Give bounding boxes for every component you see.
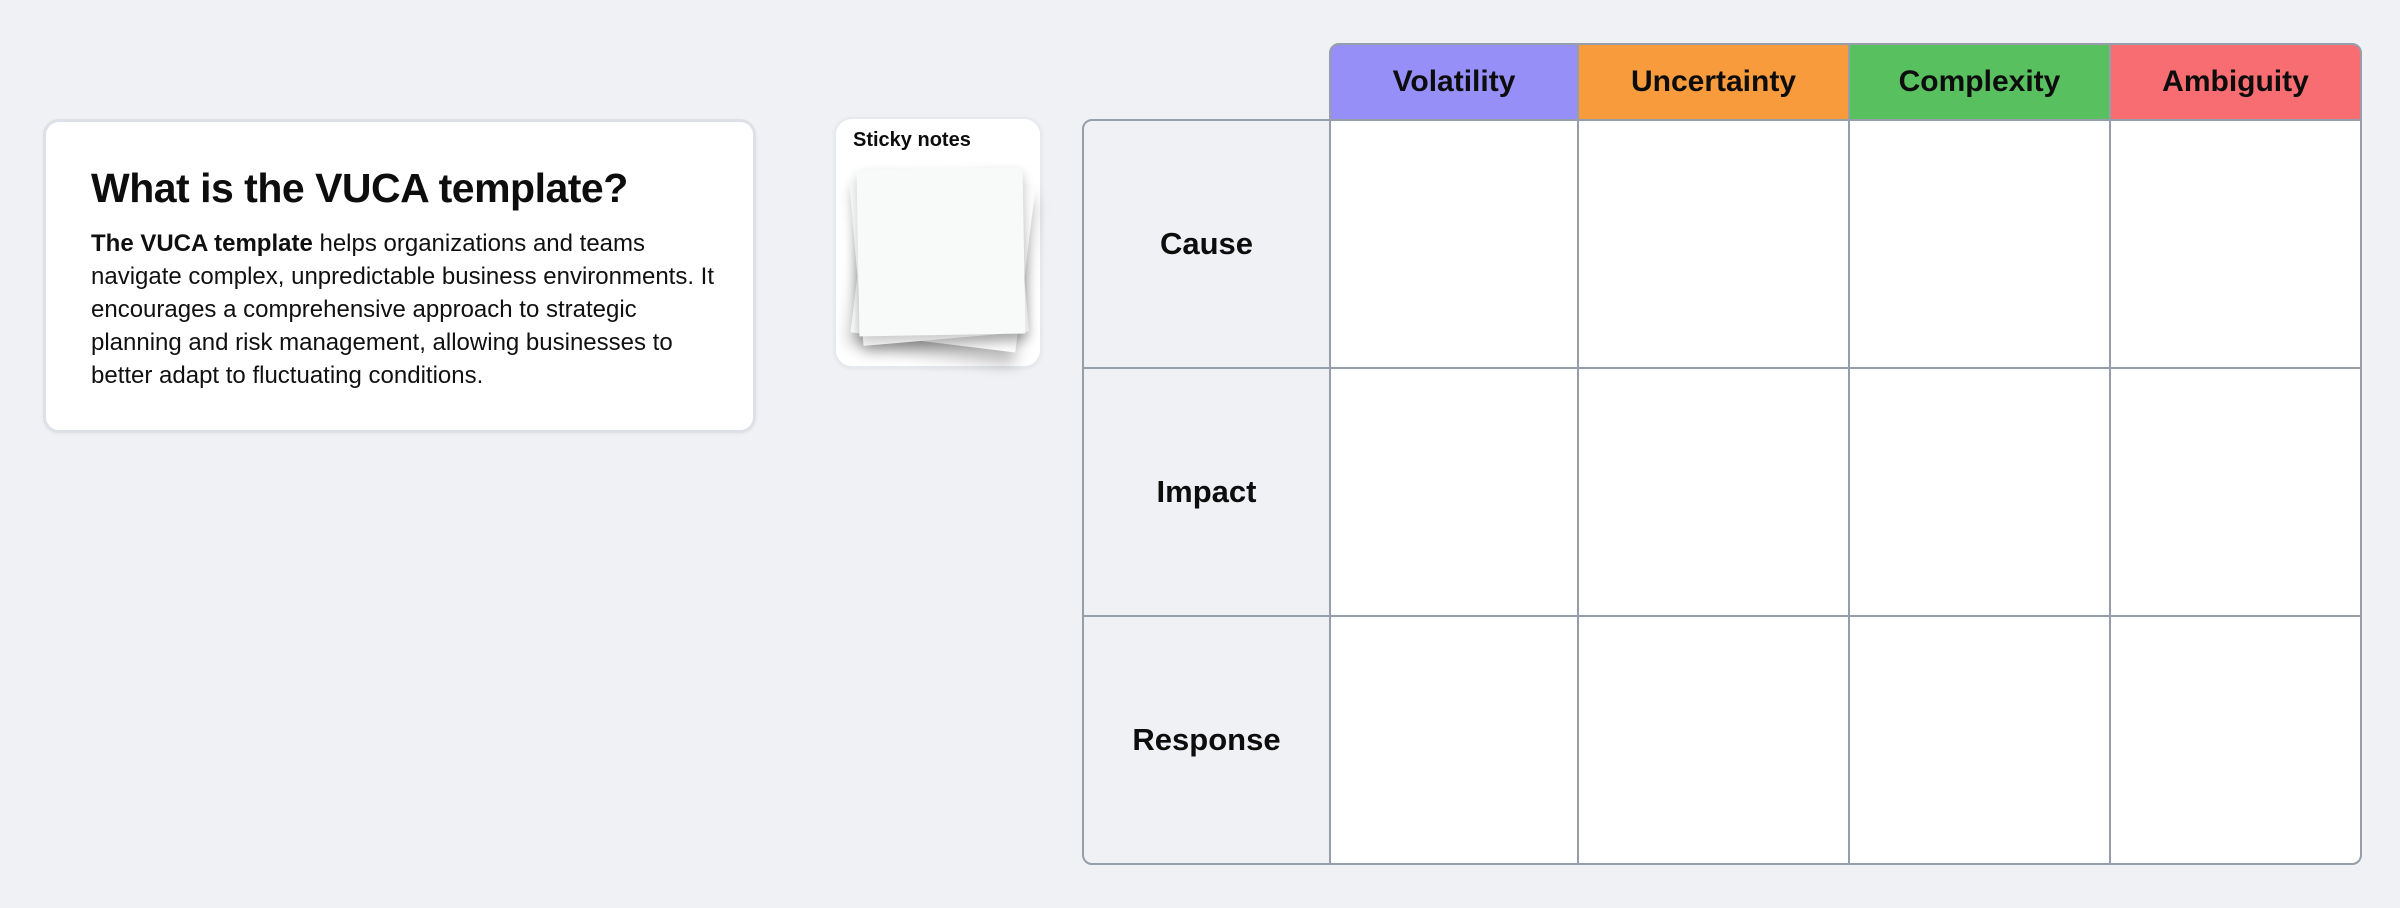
cell-response-uncertainty[interactable] xyxy=(1577,615,1850,865)
cell-impact-complexity[interactable] xyxy=(1848,367,2111,617)
row-header-impact[interactable]: Impact xyxy=(1082,367,1331,617)
row-header-impact-label: Impact xyxy=(1156,474,1257,509)
cell-response-ambiguity[interactable] xyxy=(2109,615,2362,865)
column-header-ambiguity[interactable]: Ambiguity xyxy=(2109,43,2362,121)
sticky-notes-card[interactable]: Sticky notes xyxy=(834,117,1042,368)
column-header-complexity-label: Complexity xyxy=(1898,65,2061,98)
sticky-notes-label: Sticky notes xyxy=(853,129,971,151)
cell-cause-volatility[interactable] xyxy=(1329,119,1579,369)
cell-cause-ambiguity[interactable] xyxy=(2109,119,2362,369)
cell-response-volatility[interactable] xyxy=(1329,615,1579,865)
row-header-cause-label: Cause xyxy=(1159,226,1254,261)
column-header-volatility-label: Volatility xyxy=(1392,65,1516,98)
sticky-note-stack[interactable] xyxy=(856,167,1026,337)
card-body-rest: helps organizations and teams navigate c… xyxy=(91,230,715,389)
template-description-card[interactable]: What is the VUCA template? The VUCA temp… xyxy=(43,119,756,433)
cell-response-complexity[interactable] xyxy=(1848,615,2111,865)
card-body: The VUCA template helps organizations an… xyxy=(91,227,719,392)
cell-cause-complexity[interactable] xyxy=(1848,119,2111,369)
cell-cause-uncertainty[interactable] xyxy=(1577,119,1850,369)
column-header-volatility[interactable]: Volatility xyxy=(1329,43,1579,121)
column-header-uncertainty[interactable]: Uncertainty xyxy=(1577,43,1850,121)
row-header-cause[interactable]: Cause xyxy=(1082,119,1331,369)
row-header-response[interactable]: Response xyxy=(1082,615,1331,865)
row-header-response-label: Response xyxy=(1132,722,1281,757)
card-body-bold: The VUCA template xyxy=(91,230,313,257)
column-header-complexity[interactable]: Complexity xyxy=(1848,43,2111,121)
cell-impact-ambiguity[interactable] xyxy=(2109,367,2362,617)
cell-impact-uncertainty[interactable] xyxy=(1577,367,1850,617)
column-header-uncertainty-label: Uncertainty xyxy=(1630,65,1797,98)
cell-impact-volatility[interactable] xyxy=(1329,367,1579,617)
column-header-ambiguity-label: Ambiguity xyxy=(2162,65,2309,98)
card-title: What is the VUCA template? xyxy=(91,165,628,211)
